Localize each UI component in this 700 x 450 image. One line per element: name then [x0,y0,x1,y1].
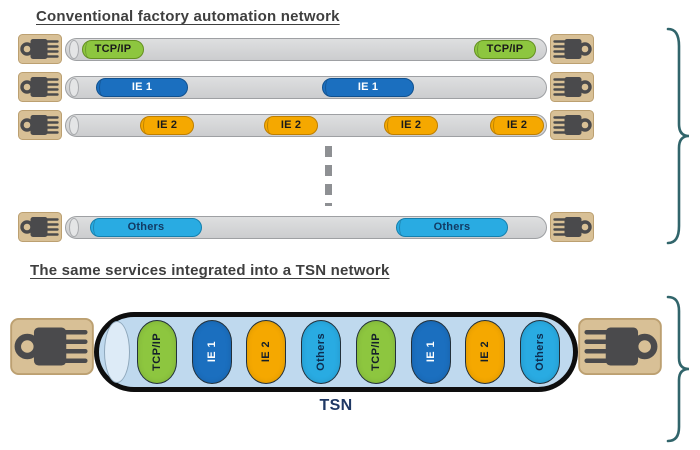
tsn-band-tcpip: TCP/IP [355,320,396,384]
tsn-band-label: Others [315,333,328,371]
conventional-network-heading: Conventional factory automation network [36,8,340,25]
ethernet-connector-icon [18,212,62,242]
network-row-ie2: IE 2 IE 2 IE 2 IE 2 [18,110,594,140]
segment-tcpip: TCP/IP [82,39,144,59]
ethernet-connector-icon [18,34,62,64]
tsn-band-label: IE 2 [479,341,492,363]
tsn-network-heading: The same services integrated into a TSN … [30,262,390,279]
segment-tcpip: TCP/IP [474,39,536,59]
tsn-pipe: TCP/IP IE 1 IE 2 Others TCP/IP IE 1 IE 2… [94,312,578,392]
segment-ie2: IE 2 [490,115,544,135]
tsn-band-label: TCP/IP [369,333,382,371]
segment-ie2: IE 2 [140,115,194,135]
ethernet-connector-icon [550,72,594,102]
segment-ie2: IE 2 [384,115,438,135]
tsn-band-group: TCP/IP IE 1 IE 2 Others TCP/IP IE 1 IE 2… [137,317,560,387]
network-row-tcpip: TCP/IP TCP/IP [18,34,594,64]
pipe-tcpip: TCP/IP TCP/IP [65,37,547,61]
ethernet-connector-icon [550,110,594,140]
tsn-band-label: Others [533,333,546,371]
ethernet-connector-icon [550,34,594,64]
brace-tsn [666,295,690,443]
tsn-caption: TSN [319,397,353,414]
ethernet-connector-icon [18,72,62,102]
segment-others: Others [90,217,202,237]
ethernet-connector-icon [10,318,94,375]
pipe-ie1: IE 1 IE 1 [65,75,547,99]
ethernet-connector-icon [18,110,62,140]
brace-conventional [666,27,690,245]
tsn-band-others: Others [301,320,342,384]
ethernet-connector-icon [550,212,594,242]
tsn-band-label: IE 1 [424,341,437,363]
tsn-band-ie2: IE 2 [246,320,287,384]
segment-ie1: IE 1 [322,77,414,97]
tsn-band-others: Others [519,320,560,384]
tsn-band-label: IE 2 [260,341,273,363]
tsn-band-ie1: IE 1 [191,320,232,384]
segment-others: Others [396,217,508,237]
pipe-others: Others Others [65,215,547,239]
tsn-band-label: TCP/IP [151,333,163,371]
tsn-band-ie1: IE 1 [410,320,451,384]
network-row-ie1: IE 1 IE 1 [18,72,594,102]
pipe-ie2: IE 2 IE 2 IE 2 IE 2 [65,113,547,137]
ethernet-connector-icon [578,318,662,375]
segment-ie2: IE 2 [264,115,318,135]
ellipsis-dashed-line [325,146,332,206]
tsn-band-tcpip: TCP/IP [137,320,177,384]
tsn-band-ie2: IE 2 [465,320,506,384]
network-row-others: Others Others [18,212,594,242]
segment-ie1: IE 1 [96,77,188,97]
tsn-band-label: IE 1 [205,341,218,363]
